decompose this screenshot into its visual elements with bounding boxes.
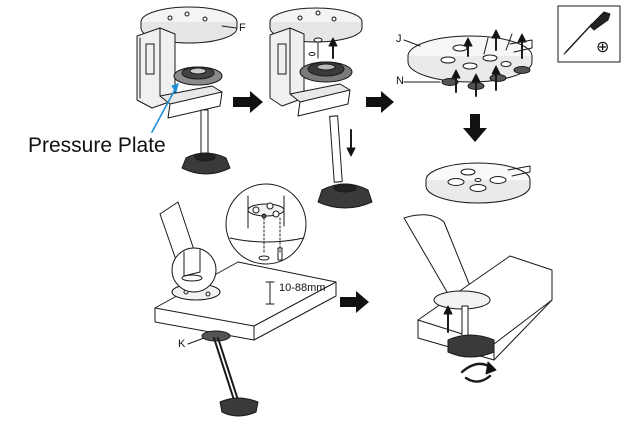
label-part-j: J [396,33,402,45]
right-arrow-icon [340,291,369,313]
right-arrow-icon [366,91,394,113]
screwdriver-icon [557,5,621,63]
label-part-k: K [178,338,186,350]
step-1-clamp [136,6,238,175]
step-6-tighten [403,214,553,383]
step-2-remove-plate [269,7,373,209]
label-thickness-range: 10-88mm [279,282,326,294]
step-4-plate [425,162,531,204]
step-5-grommet [154,183,337,417]
phillips-head-icon: ⊕ [596,37,610,56]
label-part-n: N [396,75,404,87]
label-pressure-plate: Pressure Plate [28,134,166,157]
label-part-f: F [239,22,246,34]
down-arrow-icon [463,114,487,142]
right-arrow-icon [233,91,263,113]
step-3-mount-plate [403,29,533,97]
